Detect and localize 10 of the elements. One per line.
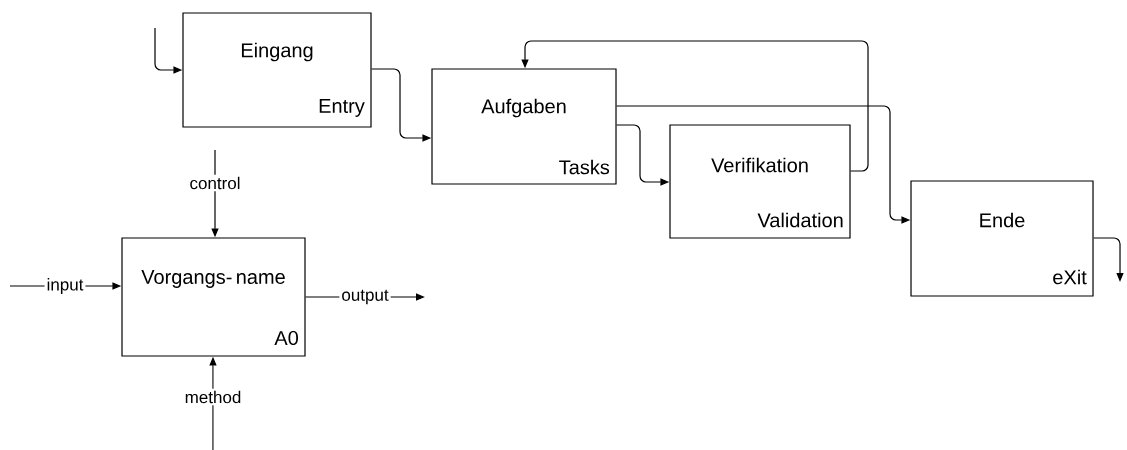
process-box: Verifikation Validation: [669, 124, 851, 239]
process-box: Ende eXit: [910, 180, 1094, 297]
edge-label: control: [187, 174, 243, 192]
arrow: [521, 40, 869, 172]
process-box: Vorgangs- name A0: [121, 237, 306, 357]
edge-label: input: [44, 276, 86, 296]
edge-label: output: [339, 287, 391, 307]
edge-label: method: [182, 388, 244, 406]
process-box: Aufgaben Tasks: [431, 68, 617, 185]
process-box: Eingang Entry: [182, 12, 372, 128]
